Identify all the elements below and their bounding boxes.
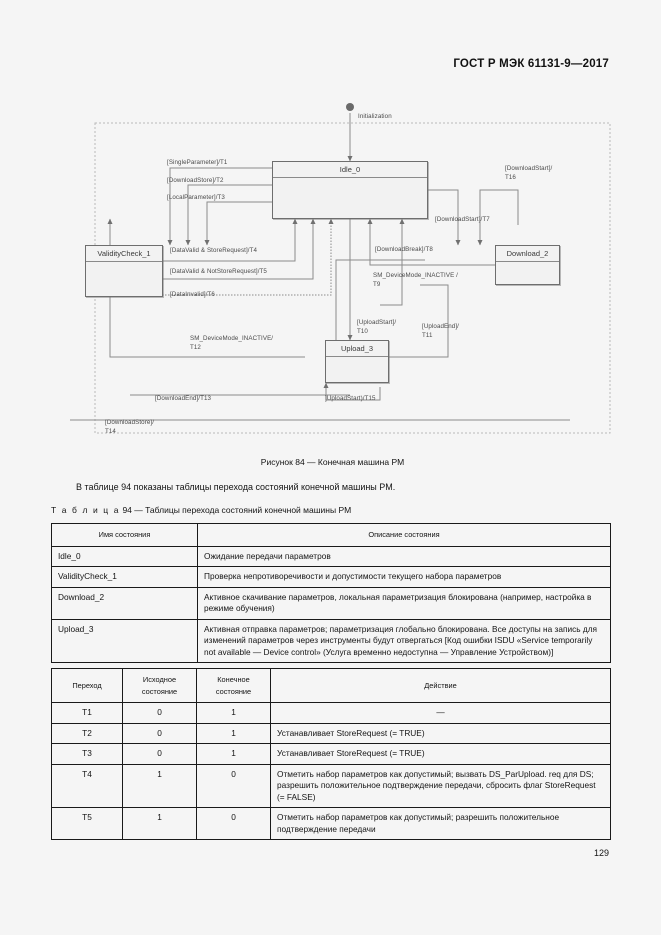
intro-paragraph: В таблице 94 показаны таблицы перехода с…: [76, 482, 396, 492]
transition-id-cell: T2: [51, 722, 123, 744]
standard-header: ГОСТ Р МЭК 61131-9—2017: [453, 58, 609, 70]
transition-action-cell: Устанавливает StoreRequest (= TRUE): [270, 722, 611, 744]
edge-label-t1: [SingleParameter]/T1: [167, 159, 228, 166]
table-header-row: Имя состояния Описание состояния: [51, 523, 611, 547]
table-row: ValidityCheck_1 Проверка непротиворечиво…: [51, 566, 611, 588]
transition-from-cell: 1: [122, 807, 197, 840]
transition-to-cell: 0: [196, 807, 271, 840]
transition-to-cell: 1: [196, 722, 271, 744]
state-upload-3-label: Upload_3: [326, 341, 388, 357]
edge-label-t11: [UploadEnd]/ T11: [422, 323, 459, 339]
state-validitycheck-1-body: [86, 262, 162, 296]
edge-label-t16: [DownloadStart]/ T16: [505, 165, 553, 181]
edge-label-t2: [DownloadStore]/T2: [167, 177, 224, 184]
state-name-cell: Upload_3: [51, 618, 198, 663]
table-caption-prefix: Т а б л и ц а: [51, 505, 121, 515]
transitions-table-header-from: Исходное состояние: [122, 668, 197, 703]
table-row: T2 0 1 Устанавливает StoreRequest (= TRU…: [51, 722, 611, 744]
transition-action-cell: Отметить набор параметров как допустимый…: [270, 807, 611, 840]
state-validitycheck-1: ValidityCheck_1: [85, 245, 163, 297]
transition-id-cell: T5: [51, 807, 123, 840]
state-name-cell: ValidityCheck_1: [51, 566, 198, 588]
table-caption-rest: 94 — Таблицы перехода состояний конечной…: [122, 505, 352, 515]
transitions-table-body: T1 0 1 — T2 0 1 Устанавливает StoreReque…: [51, 702, 611, 840]
transition-id-cell: T1: [51, 702, 123, 724]
state-description-cell: Ожидание передачи параметров: [197, 545, 611, 567]
edge-label-t12: SM_DeviceMode_INACTIVE/ T12: [190, 335, 274, 351]
page-number: 129: [593, 848, 609, 858]
state-download-2-label: Download_2: [496, 246, 559, 262]
state-idle-0-label: Idle_0: [273, 162, 427, 178]
edge-label-t5: [DataValid & NotStoreRequest]/T5: [170, 268, 267, 275]
states-table-header-description: Описание состояния: [197, 523, 611, 547]
transition-id-cell: T4: [51, 763, 123, 808]
state-machine-figure: Initialization Idle_0 ValidityCheck_1 Do…: [50, 95, 615, 467]
transitions-table-header-transition: Переход: [51, 668, 123, 703]
edge-label-initialization: Initialization: [358, 113, 392, 120]
state-idle-0-body: [273, 178, 427, 218]
state-description-cell: Активная отправка параметров; параметриз…: [197, 618, 611, 663]
edge-label-t6: [DataInvalid]/T6: [170, 291, 215, 298]
edge-label-t9: SM_DeviceMode_INACTIVE / T9: [373, 272, 458, 288]
state-validitycheck-1-label: ValidityCheck_1: [86, 246, 162, 262]
table-row: Upload_3 Активная отправка параметров; п…: [51, 618, 611, 663]
state-description-cell: Активное скачивание параметров, локальна…: [197, 586, 611, 620]
state-name-cell: Download_2: [51, 586, 198, 620]
transition-action-cell: Отметить набор параметров как допустимый…: [270, 763, 611, 808]
state-download-2-body: [496, 262, 559, 284]
table-row: Download_2 Активное скачивание параметро…: [51, 586, 611, 620]
transitions-table-header-action: Действие: [270, 668, 611, 703]
transition-to-cell: 1: [196, 702, 271, 724]
edge-label-t14: [DownloadStore]/ T14: [105, 419, 155, 435]
state-description-cell: Проверка непротиворечивости и допустимос…: [197, 566, 611, 588]
transition-from-cell: 1: [122, 763, 197, 808]
transition-to-cell: 1: [196, 743, 271, 765]
edge-label-t15: ]UploadStart)/T15: [325, 395, 376, 402]
states-table-head: Имя состояния Описание состояния: [51, 523, 611, 547]
transitions-table-head: Переход Исходное состояние Конечное сост…: [51, 668, 611, 703]
edge-label-t13: [DownloadEnd]/T13: [155, 395, 212, 402]
transition-action-cell: —: [270, 702, 611, 724]
transition-action-cell: Устанавливает StoreRequest (= TRUE): [270, 743, 611, 765]
transition-from-cell: 0: [122, 743, 197, 765]
initial-state-dot: [346, 103, 354, 111]
edge-label-t10: [UploadStart]/ T10: [357, 319, 397, 335]
table-row: T5 1 0 Отметить набор параметров как доп…: [51, 807, 611, 840]
diagram-connectors: [70, 113, 611, 434]
states-table: Имя состояния Описание состояния Idle_0 …: [51, 523, 611, 663]
table-header-row: Переход Исходное состояние Конечное сост…: [51, 668, 611, 703]
transitions-table: Переход Исходное состояние Конечное сост…: [51, 668, 611, 840]
transition-from-cell: 0: [122, 702, 197, 724]
edge-label-t4: [DataValid & StoreRequest]/T4: [170, 247, 258, 254]
state-download-2: Download_2: [495, 245, 560, 285]
state-upload-3-body: [326, 357, 388, 382]
state-idle-0: Idle_0: [272, 161, 428, 219]
states-table-body: Idle_0 Ожидание передачи параметров Vali…: [51, 545, 611, 663]
transitions-table-header-to: Конечное состояние: [196, 668, 271, 703]
transition-id-cell: T3: [51, 743, 123, 765]
table-row: T3 0 1 Устанавливает StoreRequest (= TRU…: [51, 743, 611, 765]
figure-caption: Рисунок 84 — Конечная машина PM: [260, 457, 405, 467]
transition-to-cell: 0: [196, 763, 271, 808]
states-table-header-name: Имя состояния: [51, 523, 198, 547]
state-name-cell: Idle_0: [51, 545, 198, 567]
edge-label-t3: [LocalParameter]/T3: [167, 194, 225, 201]
table-caption: Т а б л и ц а 94 — Таблицы перехода сост…: [51, 505, 351, 515]
state-upload-3: Upload_3: [325, 340, 389, 383]
edge-label-t8: [DownloadBreak]/T8: [375, 246, 433, 253]
table-row: T1 0 1 —: [51, 702, 611, 724]
edge-label-t7: [DownloadStart]/T7: [435, 216, 490, 223]
transition-from-cell: 0: [122, 722, 197, 744]
table-row: Idle_0 Ожидание передачи параметров: [51, 545, 611, 567]
table-row: T4 1 0 Отметить набор параметров как доп…: [51, 763, 611, 808]
